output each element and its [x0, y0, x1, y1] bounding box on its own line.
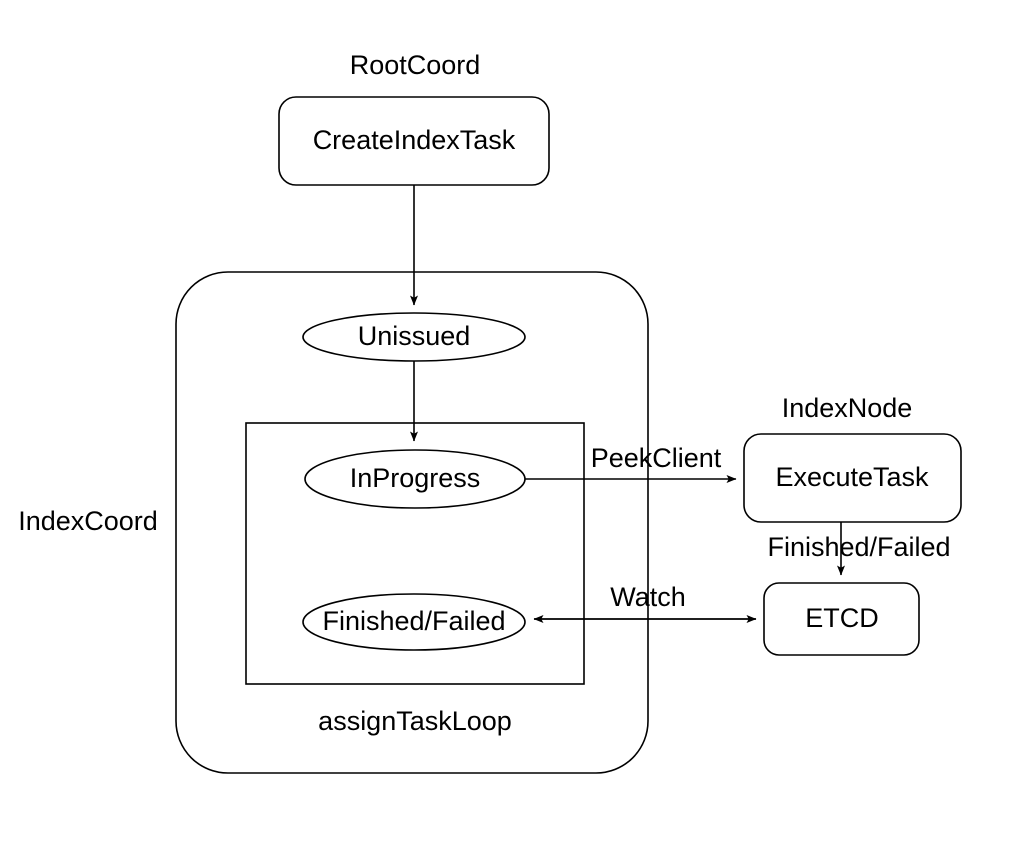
index-node-label: IndexNode [782, 393, 913, 423]
root-coord-label: RootCoord [350, 50, 481, 80]
assign-task-loop-container [245, 422, 585, 685]
in-progress-label: InProgress [350, 463, 481, 493]
unissued-label: Unissued [358, 321, 471, 351]
index-coord-label: IndexCoord [18, 506, 158, 536]
edge-peek-client-label: PeekClient [591, 443, 722, 473]
index-coord-container [175, 271, 649, 774]
edge-finished-failed-transition-label: Finished/Failed [767, 532, 950, 562]
etcd-node[interactable] [763, 582, 920, 656]
finished-failed-label: Finished/Failed [322, 606, 505, 636]
etcd-label: ETCD [805, 603, 879, 633]
create-index-task-label: CreateIndexTask [313, 125, 516, 155]
finished-failed-node[interactable] [302, 593, 526, 651]
assign-task-loop-label: assignTaskLoop [318, 706, 512, 736]
execute-task-node[interactable] [743, 433, 962, 523]
execute-task-label: ExecuteTask [775, 462, 929, 492]
edge-watch-label: Watch [610, 582, 686, 612]
